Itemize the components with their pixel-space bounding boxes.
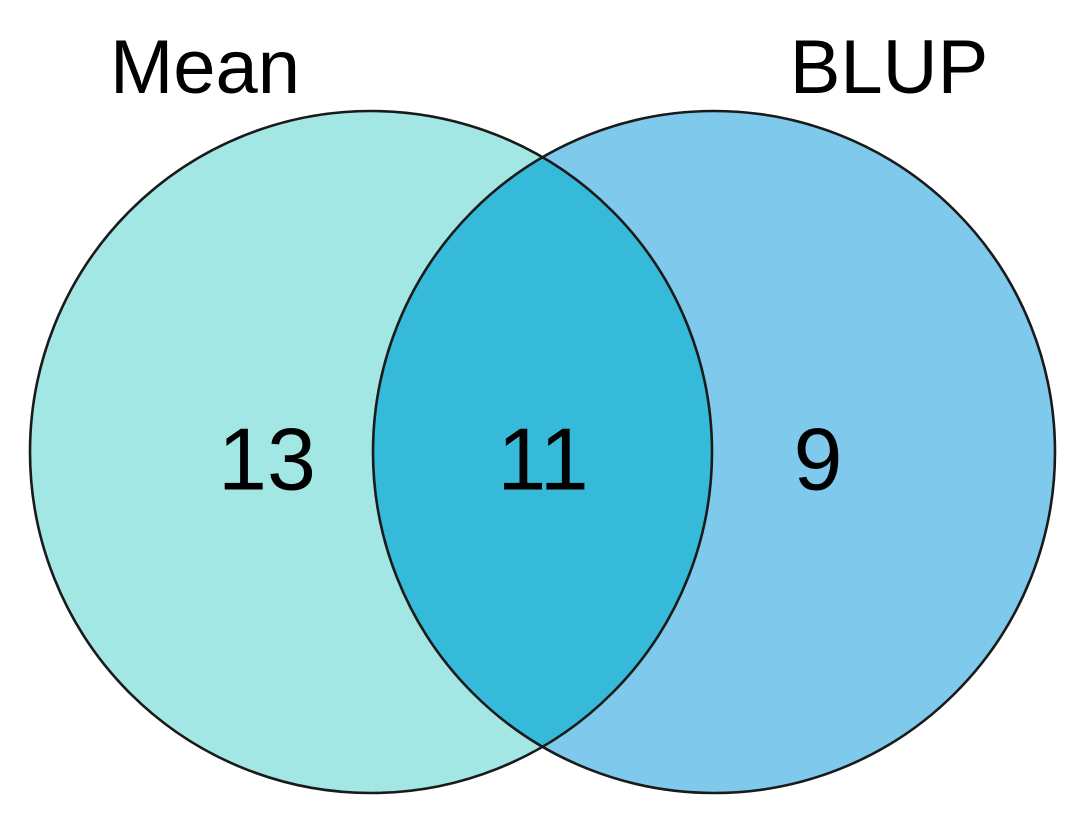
set-a-label: Mean — [110, 25, 300, 110]
set-b-circle-outline — [371, 109, 1057, 795]
intersection-count: 11 — [497, 409, 588, 508]
intersection-fill — [373, 111, 712, 793]
set-b-label: BLUP — [790, 25, 989, 110]
set-b-exclusive-count: 9 — [794, 409, 843, 508]
intersection-region[interactable] — [373, 111, 1055, 793]
set-a-exclusive-count: 13 — [218, 409, 316, 508]
set-a-circle-outline — [28, 109, 714, 795]
